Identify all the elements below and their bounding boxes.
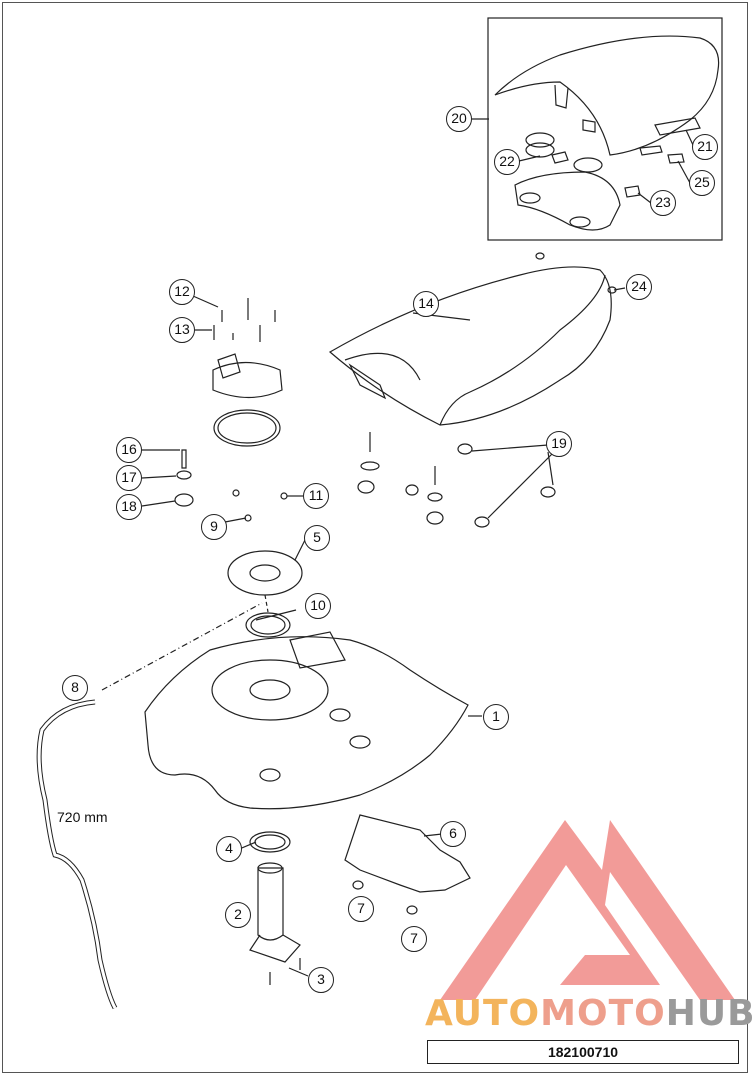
callout-24: 24 bbox=[626, 274, 652, 300]
callout-2: 2 bbox=[225, 902, 251, 928]
seat-base-tray bbox=[514, 171, 621, 231]
callout-4: 4 bbox=[216, 836, 242, 862]
callout-14: 14 bbox=[413, 291, 439, 317]
callout-22: 22 bbox=[494, 149, 520, 175]
callout-9: 9 bbox=[201, 514, 227, 540]
callout-18: 18 bbox=[116, 494, 142, 520]
callout-13: 13 bbox=[169, 317, 195, 343]
hose-length-label: 720 mm bbox=[57, 809, 108, 825]
filler-cap bbox=[212, 361, 283, 399]
callout-12: 12 bbox=[169, 279, 195, 305]
rider-seat bbox=[328, 266, 612, 426]
fuel-tank bbox=[144, 636, 469, 810]
callout-3: 3 bbox=[308, 967, 334, 993]
callout-8: 8 bbox=[62, 675, 88, 701]
clip-nut bbox=[551, 151, 569, 164]
callout-16: 16 bbox=[116, 437, 142, 463]
seat-bracket bbox=[554, 84, 569, 109]
callout-11: 11 bbox=[303, 483, 329, 509]
callout-19: 19 bbox=[546, 431, 572, 457]
callout-25: 25 bbox=[689, 170, 715, 196]
callout-7b: 7 bbox=[401, 926, 427, 952]
passenger-seat-inset bbox=[487, 17, 723, 241]
filler-tube bbox=[257, 867, 284, 941]
callout-1: 1 bbox=[483, 704, 509, 730]
seat-lock-bracket bbox=[654, 117, 701, 136]
drain-hose bbox=[36, 699, 118, 1010]
callout-7a: 7 bbox=[348, 896, 374, 922]
document-number: 182100710 bbox=[427, 1040, 739, 1064]
fastener-nut bbox=[174, 493, 194, 507]
rubber-buffer bbox=[525, 132, 555, 148]
callout-21: 21 bbox=[692, 134, 718, 160]
seat-clip bbox=[582, 119, 596, 133]
passenger-seat bbox=[494, 35, 720, 156]
rubber-buffer-base bbox=[525, 142, 555, 158]
watermark-logo bbox=[440, 820, 735, 1000]
callout-6: 6 bbox=[440, 821, 466, 847]
callout-10: 10 bbox=[305, 593, 331, 619]
callout-23: 23 bbox=[650, 190, 676, 216]
watermark-brand-text: AUTOMOTOHUB bbox=[425, 993, 752, 1034]
rubber-buffer-2 bbox=[573, 157, 603, 173]
cap-seal-ring bbox=[213, 409, 281, 447]
fuel-pump-flange bbox=[227, 550, 303, 596]
callout-17: 17 bbox=[116, 465, 142, 491]
filler-tube-seal bbox=[249, 831, 291, 853]
callout-5: 5 bbox=[304, 525, 330, 551]
tank-bracket bbox=[344, 814, 471, 893]
flange-seal bbox=[245, 612, 291, 638]
callout-20: 20 bbox=[446, 106, 472, 132]
